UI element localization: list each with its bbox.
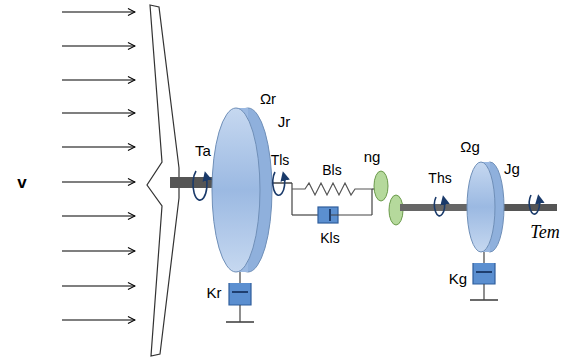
rotor-friction-label: Kr <box>207 285 222 300</box>
damper-rod <box>483 284 484 300</box>
wind-arrow <box>62 250 135 251</box>
damper-symbol <box>229 283 251 305</box>
gearbox <box>372 171 403 225</box>
wind-arrow <box>62 215 135 216</box>
coupling-wire <box>291 183 292 215</box>
generator-speed-label: Ωg <box>460 139 480 154</box>
em-torque-label: Tem <box>530 223 559 241</box>
damper-symbol <box>473 263 495 284</box>
damper-piston <box>329 209 331 221</box>
rotor-speed-label: Ωr <box>260 91 276 106</box>
ground-symbol <box>226 321 254 323</box>
wind-arrow <box>62 181 135 182</box>
generator-inertia-label: Jg <box>504 161 520 176</box>
ground-symbol <box>470 299 498 301</box>
wind-arrow <box>62 79 135 80</box>
torque-arrow <box>435 197 445 216</box>
damper-rod <box>239 305 240 322</box>
wind-speed-label: v <box>17 174 26 191</box>
rotor-disk <box>212 108 272 272</box>
shaft-coupling <box>292 183 372 223</box>
wind-arrow <box>62 112 135 113</box>
spring-symbol <box>292 183 372 195</box>
rotor-inertia-label: Jr <box>278 114 291 129</box>
generator-damper <box>470 252 498 300</box>
torque-arrow <box>529 195 539 214</box>
wind-arrow <box>62 45 135 46</box>
damping-label: Kls <box>320 231 339 245</box>
wind-arrows <box>62 12 135 320</box>
coupling-wire <box>292 214 318 215</box>
stiffness-label: Bls <box>322 163 341 177</box>
low-shaft-torque-label: Tls <box>271 153 290 167</box>
aero-torque-label: Ta <box>195 143 211 158</box>
coupling-wire <box>330 214 372 215</box>
high-speed-shaft <box>400 204 475 211</box>
wind-arrow <box>62 285 135 286</box>
damper-piston <box>232 291 248 293</box>
disk-face <box>212 108 260 272</box>
gear-symbol <box>374 171 388 201</box>
torque-arrow <box>193 171 207 200</box>
rotor-damper <box>226 272 254 322</box>
wind-arrow <box>62 319 135 320</box>
wind-arrow <box>62 11 135 12</box>
high-shaft-torque-label: Ths <box>428 171 451 185</box>
generator-disk <box>467 162 504 252</box>
generator-friction-label: Kg <box>449 271 467 286</box>
coupling-wire <box>371 189 372 215</box>
damper-piston <box>476 271 492 273</box>
wind-arrow <box>62 146 135 147</box>
gear-ratio-label: ng <box>364 149 381 164</box>
disk-face <box>467 162 495 252</box>
torque-arrow <box>273 172 285 195</box>
